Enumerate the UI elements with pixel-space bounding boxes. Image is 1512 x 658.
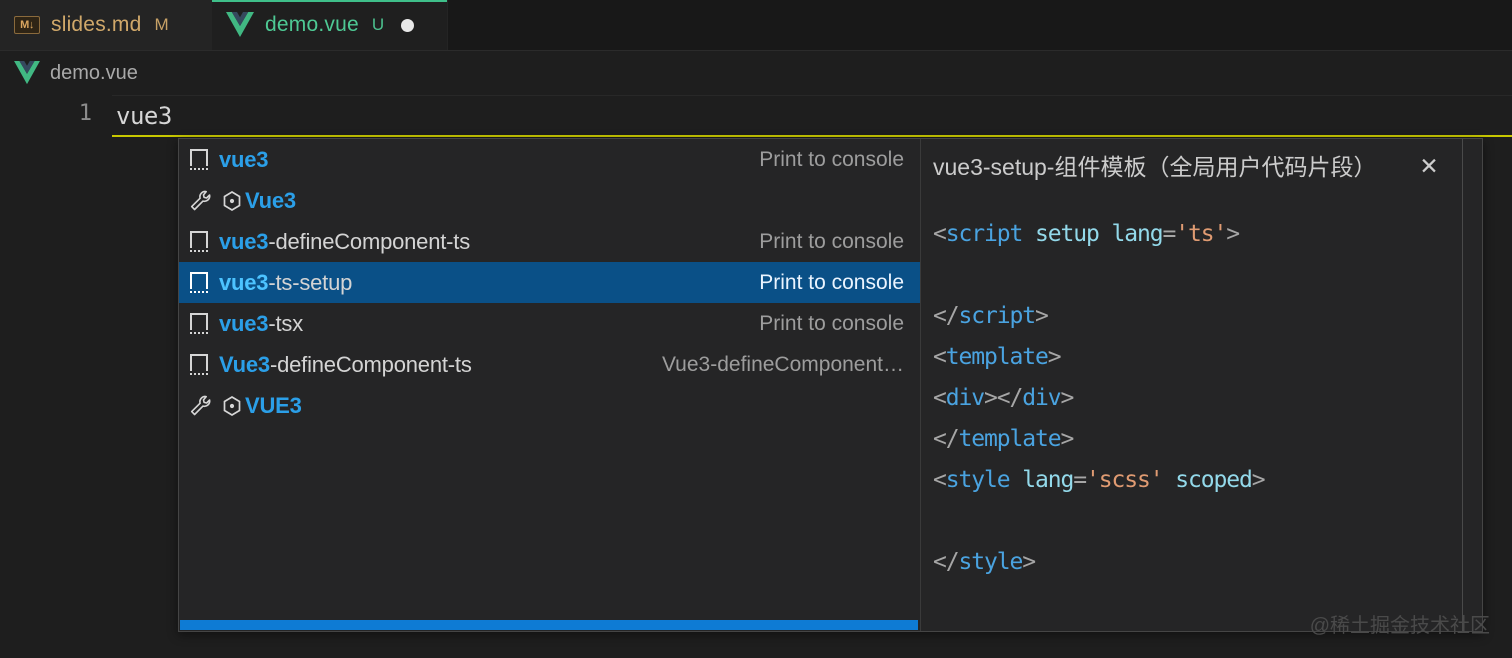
vue-icon bbox=[14, 61, 40, 85]
code-line bbox=[933, 501, 1444, 542]
current-line[interactable]: vue3 bbox=[112, 95, 1512, 137]
tab-git-state: U bbox=[371, 15, 385, 34]
hexagon-icon bbox=[223, 190, 241, 211]
snippet-icon bbox=[189, 271, 211, 295]
suggest-row-label: Vue3 bbox=[245, 187, 296, 213]
tab-label: demo.vue bbox=[265, 13, 359, 36]
suggest-row[interactable]: vue3 Print to console bbox=[179, 139, 920, 180]
code-line: </style> bbox=[933, 549, 1036, 576]
suggest-row[interactable]: Vue3-defineComponent-ts Vue3-defineCompon… bbox=[179, 344, 920, 385]
suggest-row-label: vue3-ts-setup bbox=[219, 269, 353, 295]
wrench-icon bbox=[190, 395, 211, 415]
suggest-documentation-panel: vue3-setup-组件模板（全局用户代码片段） ✕ <script setu… bbox=[921, 139, 1482, 631]
suggest-row-icon bbox=[189, 148, 219, 172]
suggest-row[interactable]: Vue3 bbox=[179, 180, 920, 221]
docs-title: vue3-setup-组件模板（全局用户代码片段） bbox=[933, 154, 1377, 180]
code-line: </script> bbox=[933, 303, 1049, 330]
suggest-row-icon bbox=[189, 394, 219, 418]
suggest-row-icon bbox=[189, 353, 219, 377]
suggest-row-label: VUE3 bbox=[245, 392, 302, 418]
code-line: <style lang='scss' scoped> bbox=[933, 467, 1266, 494]
snippet-icon bbox=[189, 353, 211, 377]
code-text: vue3 bbox=[116, 101, 172, 130]
docs-scrollbar[interactable] bbox=[1463, 139, 1482, 631]
suggest-row-icon-secondary bbox=[219, 190, 245, 211]
tab-dirty-indicator[interactable] bbox=[401, 18, 415, 32]
docs-code-block: <script setup lang='ts'> </script> <templ… bbox=[933, 214, 1444, 583]
suggest-row-detail: Vue3-defineComponent… bbox=[661, 352, 904, 376]
suggest-row-detail: Print to console bbox=[759, 270, 904, 294]
suggest-row-detail: Print to console bbox=[759, 147, 904, 171]
hexagon-icon bbox=[223, 395, 241, 416]
breadcrumb[interactable]: demo.vue bbox=[0, 51, 1512, 95]
suggest-row-icon bbox=[189, 312, 219, 336]
markdown-icon: M↓ bbox=[14, 16, 40, 34]
tab-label: slides.md bbox=[51, 13, 142, 36]
suggest-row[interactable]: vue3-ts-setup Print to console bbox=[179, 262, 920, 303]
suggest-row[interactable]: VUE3 bbox=[179, 385, 920, 426]
snippet-icon bbox=[189, 230, 211, 254]
suggest-row-icon-secondary bbox=[219, 395, 245, 416]
watermark: @稀土掘金技术社区 bbox=[1309, 615, 1490, 637]
docs-divider bbox=[1462, 139, 1463, 631]
code-line: <template> bbox=[933, 344, 1062, 371]
suggest-row-icon bbox=[189, 230, 219, 254]
suggest-row-label: vue3 bbox=[219, 146, 269, 172]
close-icon[interactable]: ✕ bbox=[1419, 152, 1439, 179]
tab-slides-md[interactable]: M↓ slides.md M bbox=[0, 0, 212, 50]
vue-icon bbox=[226, 12, 254, 37]
suggest-row[interactable]: vue3-defineComponent-ts Print to console bbox=[179, 221, 920, 262]
snippet-icon bbox=[189, 148, 211, 172]
code-line: <script setup lang='ts'> bbox=[933, 221, 1240, 248]
snippet-icon bbox=[189, 312, 211, 336]
suggest-row-label: vue3-defineComponent-ts bbox=[219, 228, 471, 254]
scrollbar-thumb[interactable] bbox=[180, 620, 918, 630]
suggest-row-label: vue3-tsx bbox=[219, 310, 303, 336]
suggest-row-detail: Print to console bbox=[759, 229, 904, 253]
suggest-row-icon bbox=[189, 271, 219, 295]
editor-tab-bar: M↓ slides.md M demo.vue U bbox=[0, 0, 1512, 51]
suggest-row-icon bbox=[189, 189, 219, 213]
suggest-row-label: Vue3-defineComponent-ts bbox=[219, 351, 472, 377]
suggest-list-horizontal-scrollbar[interactable] bbox=[179, 619, 920, 631]
code-line bbox=[933, 255, 1444, 296]
line-number: 1 bbox=[78, 101, 92, 126]
docs-header: vue3-setup-组件模板（全局用户代码片段） ✕ bbox=[933, 151, 1444, 184]
suggest-row-detail: Print to console bbox=[759, 311, 904, 335]
breadcrumb-label: demo.vue bbox=[50, 61, 138, 84]
tab-demo-vue[interactable]: demo.vue U bbox=[212, 0, 448, 50]
suggest-row[interactable]: vue3-tsx Print to console bbox=[179, 303, 920, 344]
code-line: <div></div> bbox=[933, 385, 1074, 412]
wrench-icon bbox=[190, 190, 211, 210]
tab-git-state: M bbox=[154, 15, 169, 34]
code-line: </template> bbox=[933, 426, 1074, 453]
